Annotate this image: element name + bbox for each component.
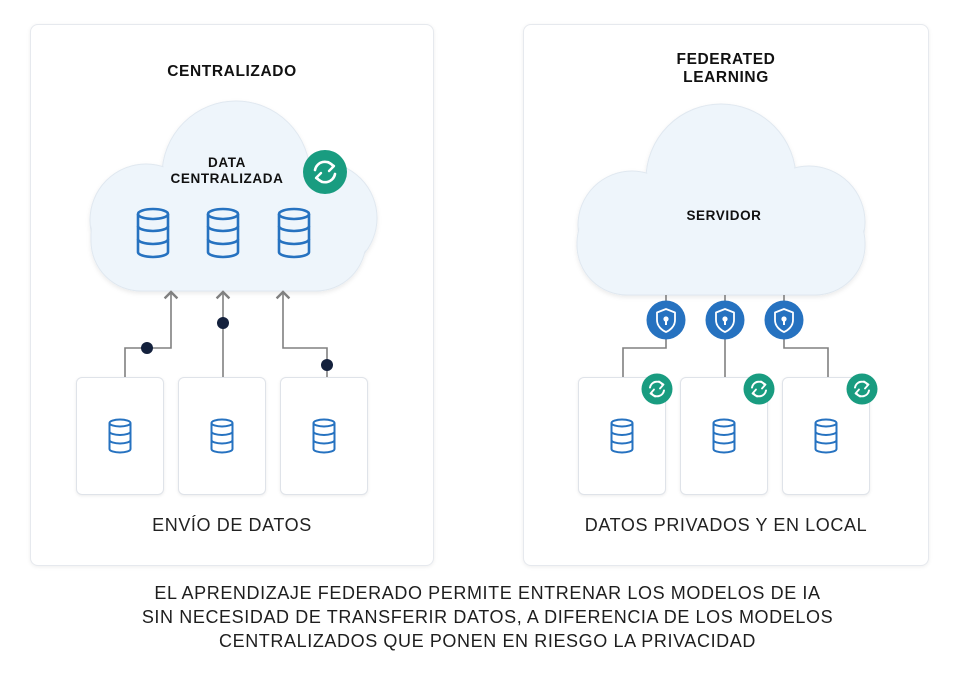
database-icon	[277, 207, 311, 259]
sync-icon	[846, 373, 878, 405]
database-icon	[206, 207, 240, 259]
caption-envio-de-datos: ENVÍO DE DATOS	[152, 515, 312, 535]
panel-title-line2: LEARNING	[683, 69, 769, 86]
data-packet-dot	[217, 317, 229, 329]
panel-title-centralized: CENTRALIZADO	[167, 63, 297, 80]
shield-lock-icon	[646, 300, 686, 340]
panel-title-line1: FEDERATED	[676, 51, 776, 68]
database-icon	[136, 207, 170, 259]
local-node-card	[178, 377, 266, 495]
centralized-panel: CENTRALIZADO	[30, 24, 434, 566]
connector-left	[124, 290, 179, 377]
cloud-shape	[576, 103, 866, 296]
cloud-label-line1: DATA	[208, 155, 246, 170]
shield-lock-icon	[764, 300, 804, 340]
federated-panel: FEDERATED LEARNING	[523, 24, 929, 566]
footer-line-2: SIN NECESIDAD DE TRANSFERIR DATOS, A DIF…	[141, 607, 834, 627]
caption-datos-privados: DATOS PRIVADOS Y EN LOCAL	[584, 515, 868, 535]
footer-line-1: EL APRENDIZAJE FEDERADO PERMITE ENTRENAR…	[154, 583, 821, 603]
sync-icon	[303, 150, 347, 194]
data-packet-dot	[141, 342, 153, 354]
database-icon	[210, 418, 234, 454]
database-icon	[108, 418, 132, 454]
cloud-label-data-centralizada: DATA CENTRALIZADA	[151, 155, 303, 187]
database-icon	[610, 418, 634, 454]
database-icon	[712, 418, 736, 454]
local-node-card	[76, 377, 164, 495]
cloud-label-line2: CENTRALIZADA	[170, 171, 284, 186]
database-icon	[814, 418, 838, 454]
federated-diagram	[576, 103, 866, 377]
local-node-card	[280, 377, 368, 495]
database-icon	[312, 418, 336, 454]
cloud-shape	[89, 100, 378, 292]
sync-icon	[743, 373, 775, 405]
panel-title-federated: FEDERATED LEARNING	[524, 51, 928, 87]
data-packets	[141, 317, 333, 371]
sync-icon	[641, 373, 673, 405]
connector-right	[275, 290, 328, 377]
footer-line-3: CENTRALIZADOS QUE PONEN EN RIESGO LA PRI…	[219, 631, 756, 651]
upload-connectors	[124, 290, 328, 377]
footer-description: EL APRENDIZAJE FEDERADO PERMITE ENTRENAR…	[0, 581, 975, 653]
centralized-diagram	[89, 100, 378, 377]
data-packet-dot	[321, 359, 333, 371]
shield-lock-icon	[705, 300, 745, 340]
cloud-label-servidor: SERVIDOR	[686, 208, 762, 223]
